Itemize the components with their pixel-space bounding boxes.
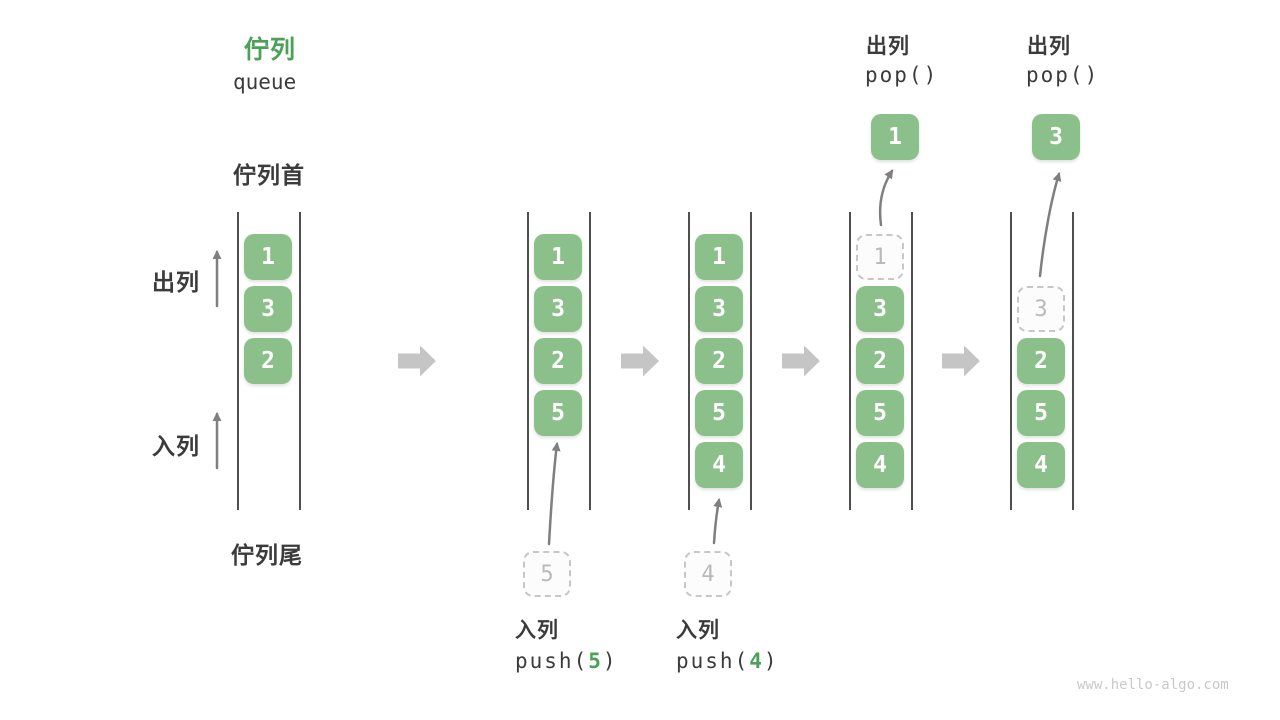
queue-element-box: 5	[1017, 390, 1065, 436]
queue-element-box: 3	[244, 286, 292, 332]
queue-element-box: 5	[695, 390, 743, 436]
queue-element-box: 2	[856, 338, 904, 384]
dequeue-op-code: pop()	[1026, 63, 1100, 87]
popped-element-box: 1	[871, 114, 919, 160]
queue-right-rail	[299, 212, 301, 510]
popped-element-box: 3	[1032, 114, 1080, 160]
enqueue-side-label: 入列	[152, 433, 200, 459]
push-fn-open: push(	[676, 649, 750, 673]
dequeue-op-label: 出列	[1027, 35, 1071, 58]
watermark: www.hello-algo.com	[1077, 677, 1229, 693]
queue-left-rail	[527, 212, 529, 510]
dequeue-op-label: 出列	[866, 35, 910, 58]
staged-push-box: 4	[684, 551, 732, 597]
dequeue-side-label: 出列	[152, 269, 200, 295]
flow-arrow-icon	[942, 345, 980, 377]
queue-element-box: 1	[695, 234, 743, 280]
enqueue-op-code: push(5)	[515, 649, 618, 673]
push-fn-close: )	[763, 649, 779, 673]
queue-element-box: 2	[534, 338, 582, 384]
dequeue-op-code: pop()	[865, 63, 939, 87]
move-arrow-icon	[1038, 172, 1062, 278]
queue-right-rail	[589, 212, 591, 510]
queue-element-box: 4	[695, 442, 743, 488]
push-fn-open: push(	[515, 649, 589, 673]
push-fn-close: )	[602, 649, 618, 673]
dequeued-ghost-box: 1	[856, 234, 904, 280]
queue-element-box: 2	[244, 338, 292, 384]
enqueue-op-label: 入列	[515, 619, 559, 642]
queue-element-box: 4	[1017, 442, 1065, 488]
move-arrow-icon	[547, 442, 561, 546]
flow-arrow-icon	[398, 345, 436, 377]
queue-element-box: 1	[534, 234, 582, 280]
queue-element-box: 3	[695, 286, 743, 332]
queue-right-rail	[1072, 212, 1074, 510]
queue-element-box: 2	[1017, 338, 1065, 384]
dequeued-ghost-box: 3	[1017, 286, 1065, 332]
push-arg: 4	[749, 649, 764, 673]
queue-element-box: 5	[534, 390, 582, 436]
queue-element-box: 2	[695, 338, 743, 384]
queue-element-box: 5	[856, 390, 904, 436]
diagram-title: 佇列	[244, 36, 297, 64]
queue-element-box: 1	[244, 234, 292, 280]
queue-left-rail	[688, 212, 690, 510]
queue-element-box: 3	[856, 286, 904, 332]
queue-element-box: 3	[534, 286, 582, 332]
staged-push-box: 5	[523, 551, 571, 597]
enqueue-op-label: 入列	[676, 619, 720, 642]
queue-left-rail	[1010, 212, 1012, 510]
flow-arrow-icon	[621, 345, 659, 377]
queue-right-rail	[750, 212, 752, 510]
move-arrow-icon	[712, 498, 723, 545]
queue-rear-label: 佇列尾	[231, 542, 303, 568]
flow-arrow-icon	[782, 345, 820, 377]
queue-left-rail	[849, 212, 851, 510]
queue-element-box: 4	[856, 442, 904, 488]
move-arrow-icon	[878, 169, 894, 227]
queue-front-label: 佇列首	[233, 162, 305, 188]
diagram-subtitle: queue	[233, 70, 297, 94]
queue-right-rail	[911, 212, 913, 510]
queue-left-rail	[237, 212, 239, 510]
push-arg: 5	[588, 649, 603, 673]
enqueue-op-code: push(4)	[676, 649, 779, 673]
